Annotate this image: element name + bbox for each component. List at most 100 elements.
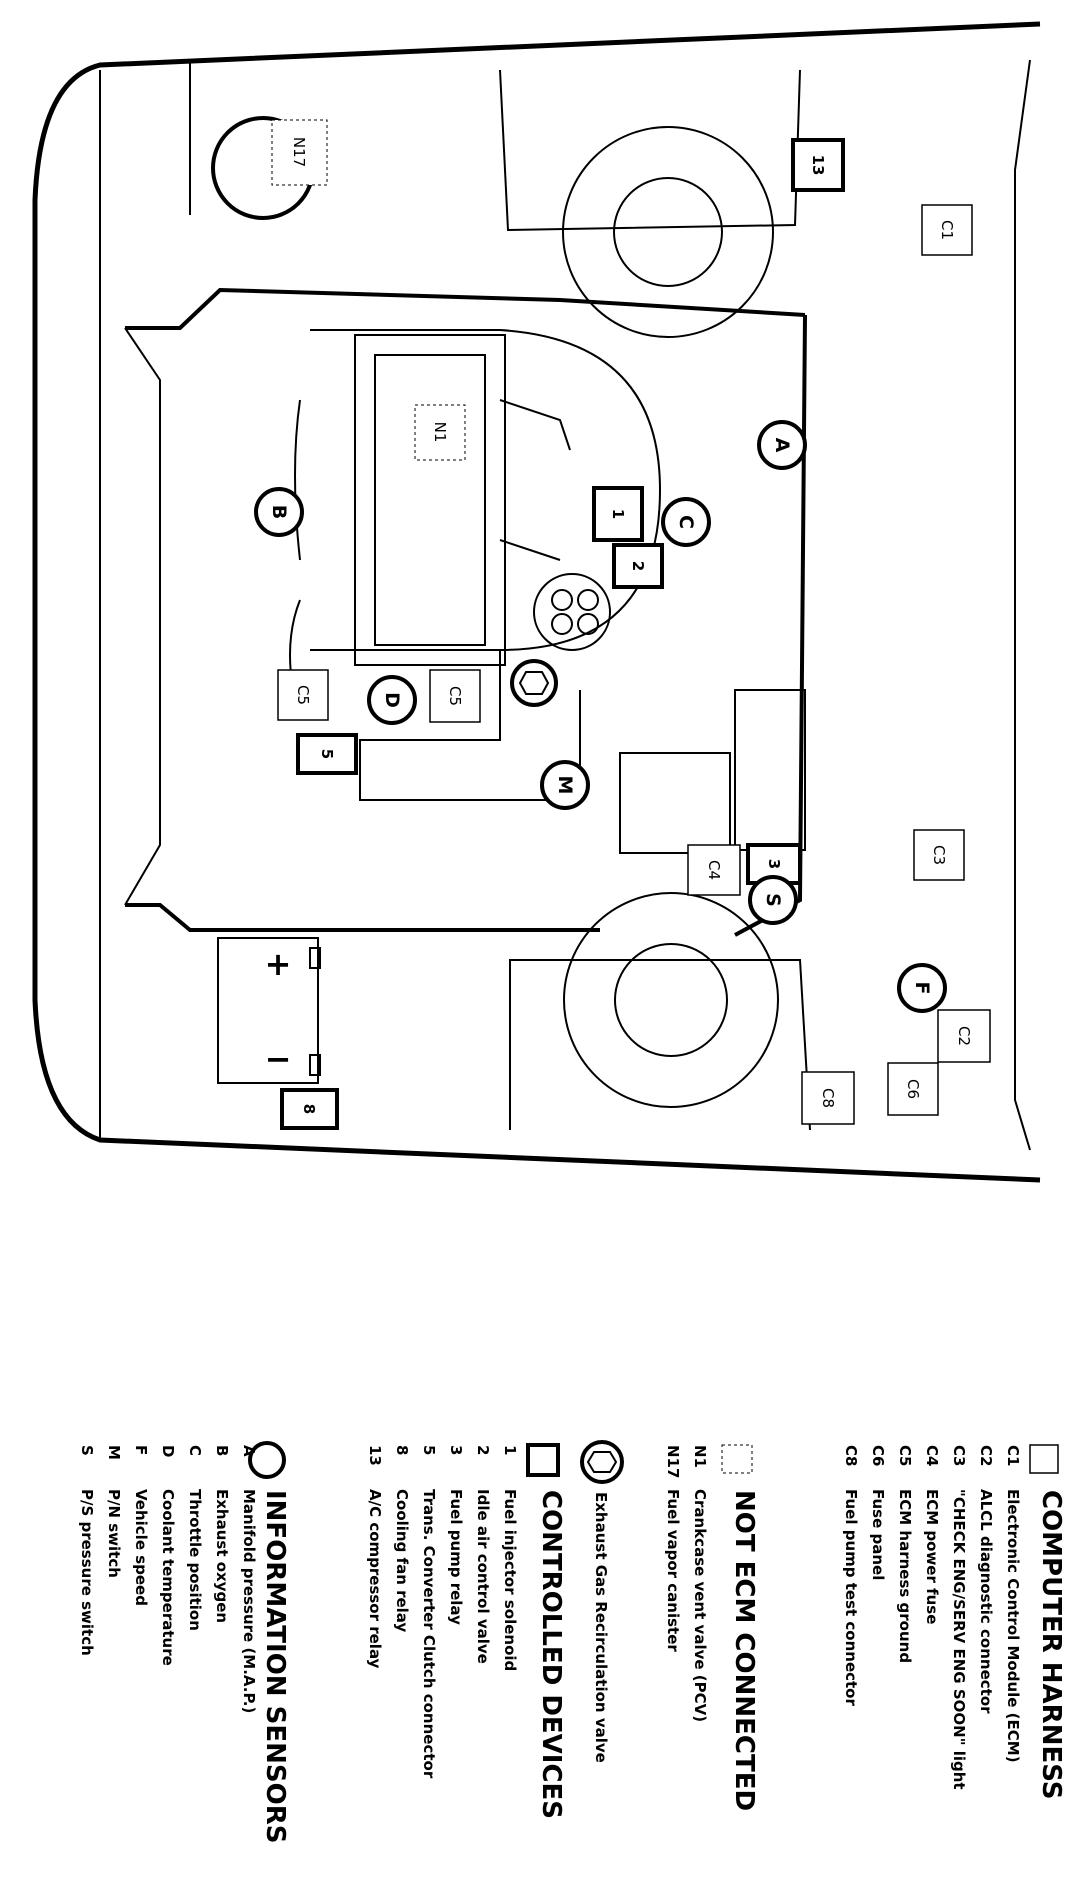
callout-n17-label: N17 <box>290 137 308 167</box>
legend-computer-harness-item-code: C5 <box>896 1445 914 1466</box>
callout-s: S <box>748 875 798 925</box>
callout-2: 2 <box>612 543 664 589</box>
callout-c5-left: C5 <box>277 669 329 721</box>
callout-c6-label: C6 <box>904 1079 922 1099</box>
legend-information-sensor-item-code: A <box>240 1445 258 1457</box>
callout-c2: C2 <box>937 1009 991 1063</box>
legend-computer-harness-heading: COMPUTER HARNESS <box>1036 1490 1066 1800</box>
legend-computer-harness-item-code: C1 <box>1004 1445 1022 1466</box>
callout-d-label: D <box>381 692 403 708</box>
callout-c8: C8 <box>801 1071 855 1125</box>
legend-controlled-device-item-code: 1 <box>501 1445 519 1455</box>
legend-information-sensors-heading: INFORMATION SENSORS <box>260 1490 290 1843</box>
battery-minus-symbol: − <box>265 1040 292 1078</box>
legend-information-sensor-item-code: S <box>78 1445 96 1456</box>
legend-computer-harness-item-code: C3 <box>950 1445 968 1466</box>
legend-information-sensor-item-label: P/S pressure switch <box>78 1489 96 1656</box>
legend-not-ecm-item-label: Crankcase vent valve (PCV) <box>691 1489 709 1722</box>
legend-computer-harness-item-label: Fuse panel <box>869 1489 887 1580</box>
callout-2-label: 2 <box>629 561 647 571</box>
legend-controlled-device-item-code: 3 <box>447 1445 465 1455</box>
callout-s-label: S <box>762 893 784 907</box>
callout-c5-left-label: C5 <box>294 685 312 705</box>
callout-8: 8 <box>280 1088 339 1130</box>
legend-information-sensor-item-code: C <box>186 1445 204 1456</box>
legend-controlled-device-item-label: Trans. Converter Clutch connector <box>420 1489 438 1779</box>
legend-information-sensors: INFORMATION SENSORS A Manifold pressure (… <box>78 1441 290 1843</box>
legend-controlled-device-item-code: 5 <box>420 1445 438 1455</box>
legend-controlled-device-item-code: 13 <box>366 1445 384 1466</box>
legend-controlled-device-item-label: A/C compressor relay <box>366 1489 384 1669</box>
callout-c1: C1 <box>921 204 973 256</box>
callout-b: B <box>254 487 304 537</box>
callout-8-label: 8 <box>300 1104 318 1114</box>
callout-c2-label: C2 <box>955 1026 973 1046</box>
callout-b-label: B <box>268 505 290 519</box>
legend-controlled-device-item-label: Cooling fan relay <box>393 1489 411 1632</box>
callout-c5-right-label: C5 <box>446 686 464 706</box>
callout-c4: C4 <box>687 844 741 896</box>
legend-information-sensor-item-label: Vehicle speed <box>132 1489 150 1606</box>
legend-not-ecm-item-code: N17 <box>664 1445 682 1478</box>
callout-c: C <box>661 497 711 547</box>
legend-information-sensor-item-label: Coolant temperature <box>159 1489 177 1666</box>
callout-n1: N1 <box>414 404 466 461</box>
callout-c6: C6 <box>887 1062 939 1116</box>
legend-controlled-device-item-label: Fuel injector solenoid <box>501 1489 519 1671</box>
legend-computer-harness-item-label: Electronic Control Module (ECM) <box>1004 1489 1022 1763</box>
legend-dotted-box-icon <box>721 1444 753 1474</box>
legend-controlled-device-item-label: Idle air control valve <box>474 1489 492 1664</box>
egr-valve <box>510 659 558 707</box>
legend-thin-box-icon <box>1029 1444 1059 1474</box>
legend-information-sensor-item-code: M <box>105 1445 123 1460</box>
legend-computer-harness-item-label: ECM power fuse <box>923 1489 941 1624</box>
callout-c3: C3 <box>913 829 965 881</box>
front-top-wheel <box>562 126 774 338</box>
legend-information-sensor-item-label: P/N switch <box>105 1489 123 1578</box>
callout-5: 5 <box>296 733 358 775</box>
callout-c3-label: C3 <box>930 845 948 865</box>
legend-computer-harness-item-code: C2 <box>977 1445 995 1466</box>
legend-computer-harness-item-label: "CHECK ENG/SERV ENG SOON" light <box>950 1489 968 1790</box>
callout-f: F <box>897 963 947 1013</box>
callout-1: 1 <box>592 486 644 542</box>
callout-a: A <box>757 420 807 470</box>
legend-bold-box-icon <box>526 1443 560 1477</box>
callout-n17: N17 <box>271 119 328 186</box>
battery-terminals: + − <box>265 945 292 1078</box>
callout-d: D <box>367 675 417 725</box>
legend-computer-harness-item-label: ALCL diagnostic connector <box>977 1489 995 1714</box>
callout-c1-label: C1 <box>938 220 956 240</box>
legend-computer-harness-item-label: Fuel pump test connector <box>842 1489 860 1706</box>
callout-a-label: A <box>771 438 793 453</box>
legend-not-ecm-item-label: Fuel vapor canister <box>664 1489 682 1652</box>
legend-egr-icon <box>580 1440 624 1484</box>
callout-5-label: 5 <box>318 749 336 759</box>
legend-information-sensor-item-label: Throttle position <box>186 1489 204 1631</box>
body-outline <box>32 21 1041 1183</box>
callout-f-label: F <box>911 982 933 995</box>
callout-1-label: 1 <box>609 509 627 519</box>
legend-not-ecm-connected-heading: NOT ECM CONNECTED <box>729 1490 759 1811</box>
legend-computer-harness-item-code: C6 <box>869 1445 887 1466</box>
callout-m: M <box>540 760 590 810</box>
callout-3-label: 3 <box>765 859 783 869</box>
legend-computer-harness-item-label: ECM harness ground <box>896 1489 914 1663</box>
callout-c4-label: C4 <box>705 860 723 880</box>
callout-n1-label: N1 <box>431 422 449 443</box>
wheels <box>562 126 779 1108</box>
front-bottom-wheel <box>563 892 779 1108</box>
legend-controlled-device-item-code: 8 <box>393 1445 411 1455</box>
battery <box>217 937 321 1084</box>
legend-circle-icon <box>248 1441 286 1479</box>
legend-information-sensor-item-code: F <box>132 1445 150 1455</box>
legend-information-sensor-item-label: Manifold pressure (M.A.P.) <box>240 1489 258 1713</box>
legend-computer-harness-item-code: C4 <box>923 1445 941 1466</box>
vehicle-outline <box>32 21 1041 1183</box>
legend-controlled-devices-heading: CONTROLLED DEVICES <box>536 1490 566 1819</box>
legend-egr-label: Exhaust Gas Recirculation valve <box>592 1492 610 1763</box>
callout-13: 13 <box>791 138 845 192</box>
legend-not-ecm-item-code: N1 <box>691 1445 709 1468</box>
